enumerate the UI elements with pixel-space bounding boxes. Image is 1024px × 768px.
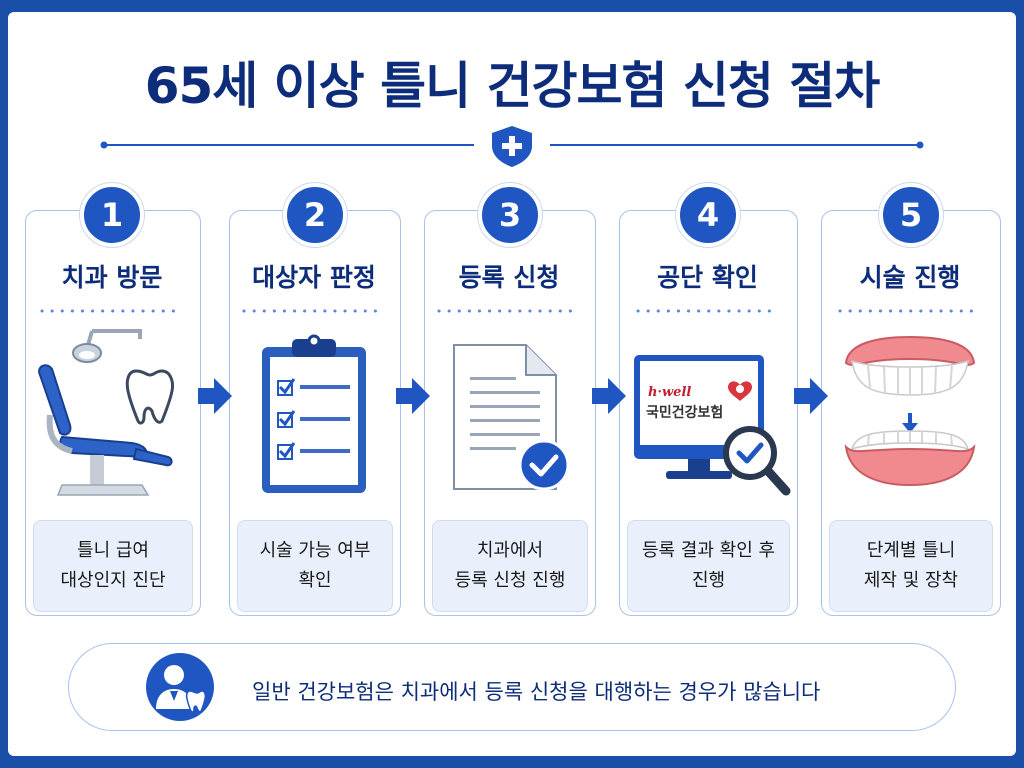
arrow-right-icon [592, 378, 626, 414]
step-desc-line: 제작 및 장착 [863, 570, 959, 591]
step-desc-line: 확인 [298, 570, 332, 591]
step-desc-4: 등록 결과 확인 후 진행 [627, 520, 790, 612]
monitor-icon [634, 355, 764, 479]
step-desc-line: 시술 가능 여부 [259, 540, 371, 561]
step-desc-1: 틀니 급여 대상인지 진단 [33, 520, 193, 612]
step-desc-line: 틀니 급여 [77, 540, 149, 561]
step-desc-2: 시술 가능 여부 확인 [237, 520, 393, 612]
page-title: 65세 이상 틀니 건강보험 신청 절차 [144, 57, 881, 115]
step-number-3: 3 [478, 183, 542, 247]
step-title-2: 대상자 판정 [252, 263, 376, 292]
magnifier-check-icon [723, 426, 791, 496]
step-number-4: 4 [676, 183, 740, 247]
step-desc-line: 진행 [691, 570, 726, 591]
step-desc-line: 단계별 틀니 [866, 540, 956, 561]
dotted-separator-1 [40, 309, 184, 313]
dotted-separator-3 [437, 309, 581, 313]
step-number-2: 2 [283, 183, 347, 247]
tooth-icon [125, 369, 174, 425]
step-desc-3: 치과에서 등록 신청 진행 [432, 520, 588, 612]
dotted-separator-4 [636, 309, 780, 313]
info-note-panel [68, 643, 956, 731]
step-number-5: 5 [879, 183, 943, 247]
clipboard-illustration [262, 334, 366, 493]
step-title-3: 등록 신청 [458, 263, 560, 292]
step-desc-line: 등록 신청 진행 [454, 570, 566, 591]
step-desc-5: 단계별 틀니 제작 및 장착 [829, 520, 993, 612]
step-title-5: 시술 진행 [859, 263, 961, 292]
dentist-avatar-icon [146, 653, 214, 721]
title-divider [100, 126, 924, 167]
arrow-right-icon [794, 378, 828, 414]
document-illustration [453, 344, 570, 491]
dental-chair-illustration [38, 329, 174, 496]
monitor-illustration [634, 355, 791, 496]
monitor-org-text: 국민건강보험 [646, 405, 724, 421]
step-title-4: 공단 확인 [657, 263, 758, 292]
arrow-right-icon [396, 378, 430, 414]
step-desc-line: 등록 결과 확인 후 [641, 540, 776, 561]
step-number-1: 1 [80, 183, 144, 247]
shield-plus-icon [492, 126, 532, 167]
step-desc-line: 치과에서 [476, 540, 544, 561]
info-note-text: 일반 건강보험은 치과에서 등록 신청을 대행하는 경우가 많습니다 [252, 680, 821, 704]
monitor-brand-text: h·well [648, 385, 692, 400]
dotted-separator-5 [838, 309, 982, 313]
arrow-right-icon [198, 378, 232, 414]
dentures-icon [844, 335, 976, 487]
dental-chair-icon [38, 329, 173, 496]
document-check-icon [453, 344, 570, 491]
step-title-1: 치과 방문 [61, 263, 163, 292]
dotted-separator-2 [242, 309, 386, 313]
dentures-illustration [844, 335, 976, 487]
clipboard-checklist-icon [262, 334, 366, 493]
step-desc-line: 대상인지 진단 [60, 570, 166, 591]
